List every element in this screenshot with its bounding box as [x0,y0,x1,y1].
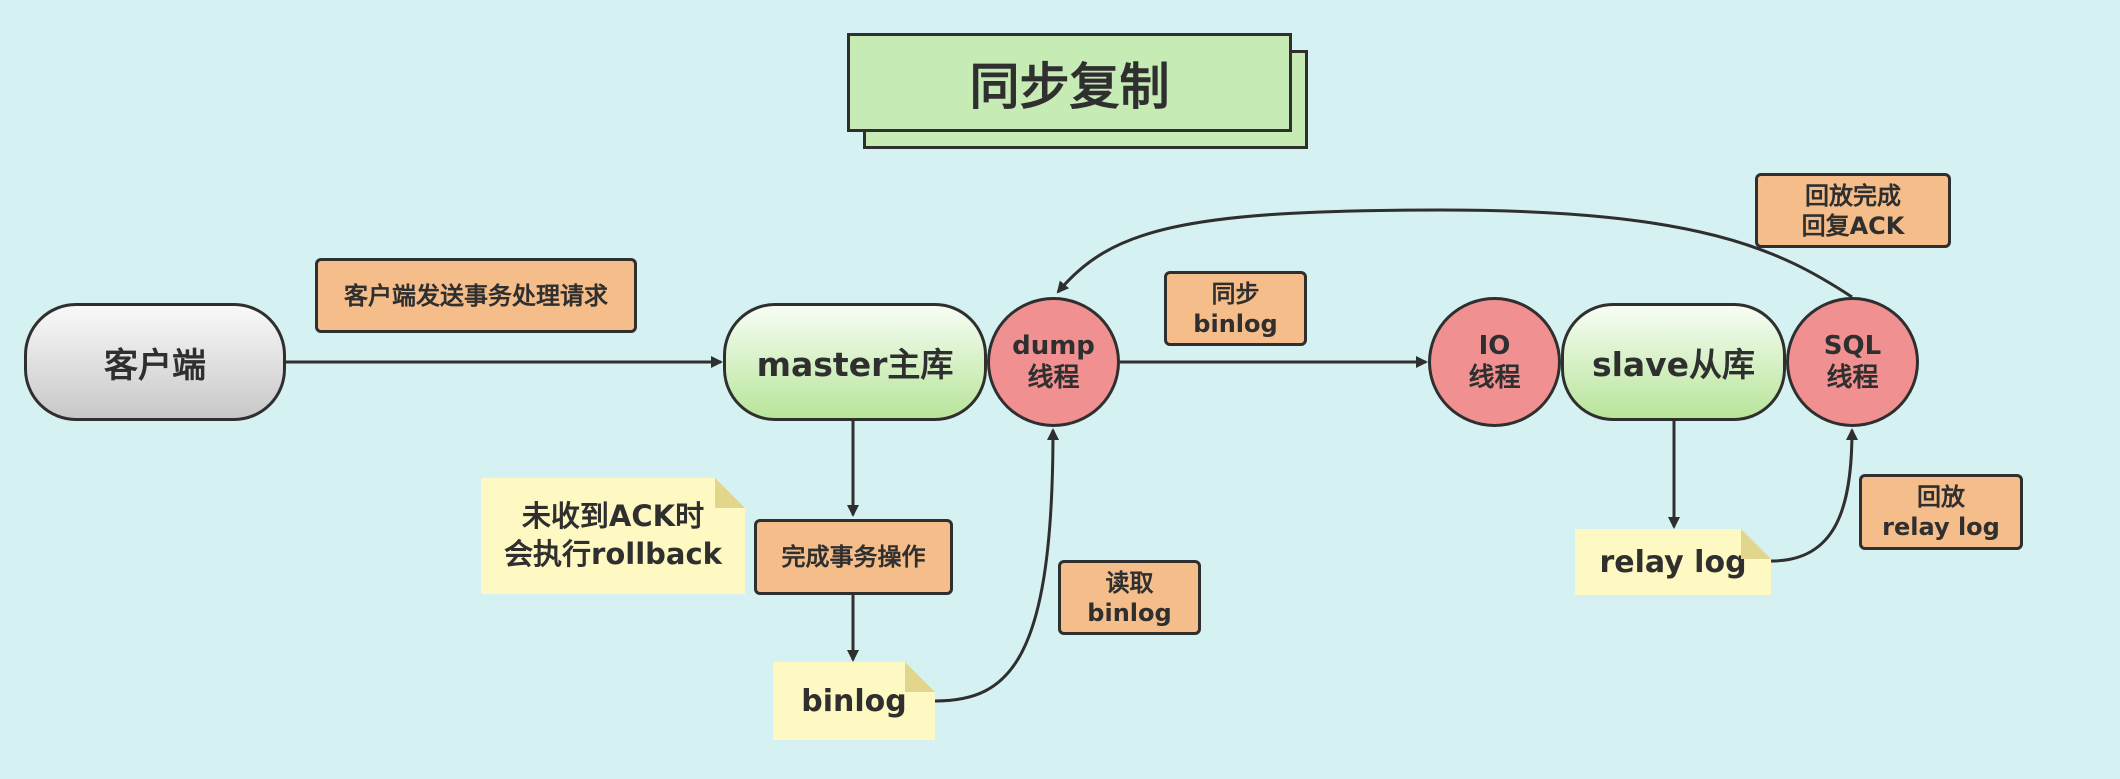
arrow-binlog-to-dump [934,428,1059,703]
master-node: master主库 [723,303,987,421]
binlog-note: binlog [773,662,935,740]
io-thread-line2: 线程 [1468,363,1521,393]
rollback-note-line1: 未收到ACK时 [521,499,705,534]
sync-binlog-line2: binlog [1193,309,1278,338]
io-thread-node: IO 线程 [1428,297,1561,427]
sync-binlog-line1: 同步 [1211,279,1260,308]
client-send-label: 客户端发送事务处理请求 [315,258,637,333]
sql-thread-line2: 线程 [1826,363,1879,393]
sync-binlog-label: 同步 binlog [1164,271,1307,346]
client-node: 客户端 [24,303,286,421]
sql-thread-line1: SQL [1823,330,1882,361]
sql-thread-node: SQL 线程 [1786,297,1919,427]
arrow-relaylog-to-sql [1770,428,1858,563]
note-fold [1741,529,1771,559]
slave-node: slave从库 [1561,303,1786,421]
replay-ack-line1: 回放完成 [1805,181,1901,210]
read-binlog-line1: 读取 [1105,568,1154,597]
rollback-note: 未收到ACK时 会执行rollback [481,478,745,594]
note-fold [715,478,745,508]
replay-relay-log-label: 回放 relay log [1859,474,2023,550]
complete-transaction-label: 完成事务操作 [754,519,953,595]
dump-thread-node: dump 线程 [987,297,1120,427]
relay-log-note: relay log [1575,529,1771,595]
replay-ack-label: 回放完成 回复ACK [1755,173,1951,248]
note-fold [905,662,935,692]
replay-relay-line2: relay log [1882,513,2000,541]
binlog-note-text: binlog [801,683,907,719]
relay-log-note-text: relay log [1599,544,1747,580]
read-binlog-label: 读取 binlog [1058,560,1201,635]
read-binlog-line2: binlog [1087,598,1172,627]
replay-ack-line2: 回复ACK [1801,211,1905,240]
dump-thread-line1: dump [1012,330,1095,361]
io-thread-line1: IO [1478,330,1511,361]
replay-relay-line1: 回放 [1917,483,1965,511]
dump-thread-line2: 线程 [1027,363,1080,393]
rollback-note-line2: 会执行rollback [504,537,722,571]
diagram-title: 同步复制 [847,33,1292,132]
arrow-sql-to-dump [1056,208,1853,299]
